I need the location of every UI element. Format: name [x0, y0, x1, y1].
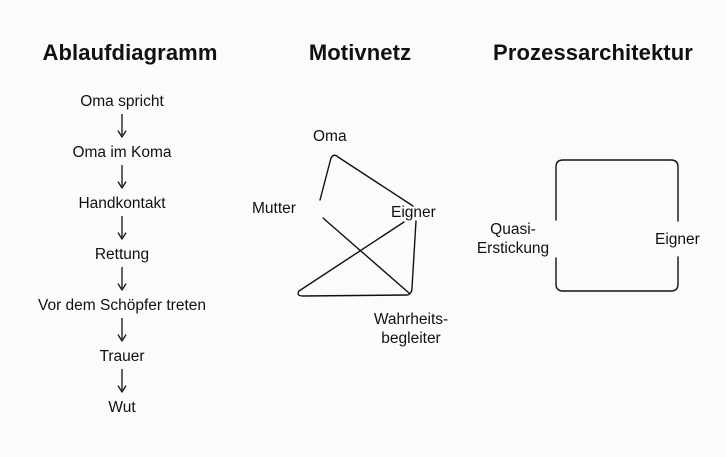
net-node-wahrheitsbegleiter-line2: begleiter [381, 330, 441, 347]
flow-node-6: Trauer [99, 348, 145, 365]
panel-title-prozessarchitektur: Prozessarchitektur [493, 40, 693, 65]
net-node-mutter: Mutter [252, 200, 296, 217]
arrow-down-icon [117, 318, 127, 342]
panel-prozessarchitektur: Prozessarchitektur [460, 0, 726, 457]
arch-node-quasi-erstickung-line2: Erstickung [476, 240, 550, 257]
flowchart-node-list: Oma spricht Oma im Koma Handkontakt Rett… [0, 92, 244, 417]
net-node-oma: Oma [313, 128, 347, 145]
arrow-down-icon [117, 114, 127, 138]
net-node-wahrheitsbegleiter: Wahrheits- begleiter [363, 310, 459, 348]
net-node-wahrheitsbegleiter-line1: Wahrheits- [373, 311, 449, 328]
arrow-down-icon [117, 369, 127, 393]
arch-node-quasi-erstickung: Quasi- Erstickung [466, 220, 560, 258]
panel-ablaufdiagramm: Ablaufdiagramm Oma spricht Oma im Koma H… [0, 0, 260, 457]
flow-node-3: Handkontakt [78, 195, 166, 212]
net-node-eigner: Eigner [391, 204, 436, 221]
arrow-down-icon [117, 267, 127, 291]
flow-node-5: Vor dem Schöpfer treten [37, 297, 206, 314]
panel-motivnetz: Motivnetz [260, 0, 460, 457]
panel-title-motivnetz: Motivnetz [308, 40, 412, 65]
arrow-down-icon [117, 216, 127, 240]
flow-node-2: Oma im Koma [72, 144, 172, 161]
flow-node-1: Oma spricht [80, 93, 164, 110]
flow-node-4: Rettung [94, 246, 150, 263]
arrow-down-icon [117, 165, 127, 189]
arch-node-quasi-erstickung-line1: Quasi- [490, 221, 536, 238]
arch-node-eigner: Eigner [655, 231, 700, 248]
flow-node-7: Wut [108, 399, 136, 416]
panel-title-ablaufdiagramm: Ablaufdiagramm [42, 40, 218, 65]
